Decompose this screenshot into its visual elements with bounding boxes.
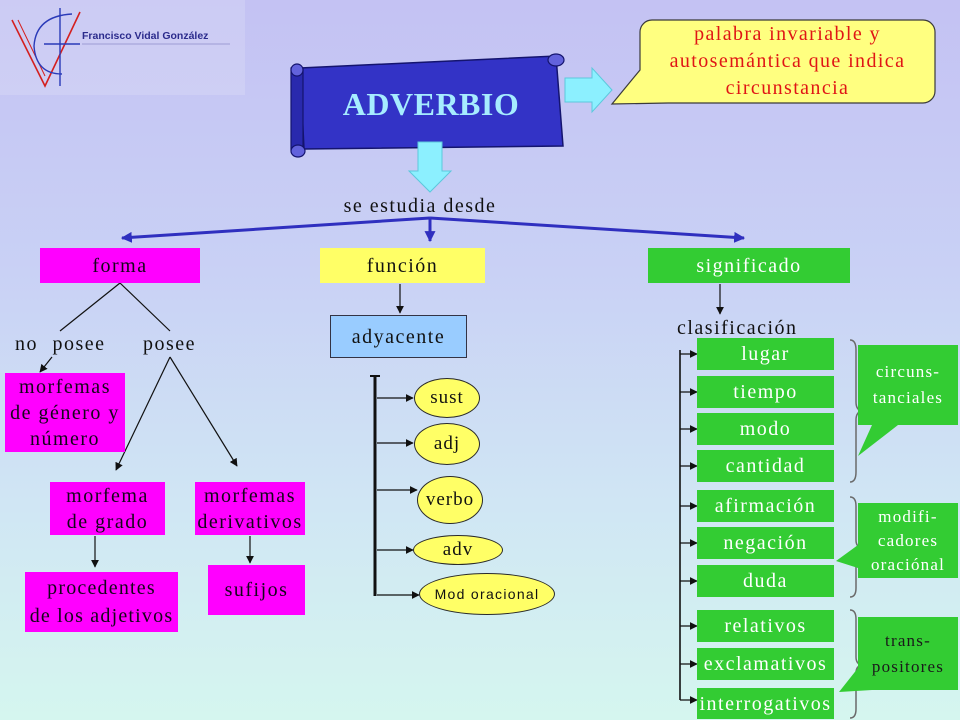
group-line: trans- [885,630,931,650]
callout-modificadores [836,503,958,578]
arrow-posee-derivativos [169,356,238,467]
arrow-no-posee-morfemas [39,356,53,373]
scroll-curl-top-right [547,53,565,67]
derivativos-line: morfemas [204,484,296,507]
target-verbo: verbo [417,476,483,524]
definition-line: autosemántica que indica [669,50,906,72]
type-interrogativos: interrogativos [697,688,834,719]
genero-numero-line: morfemas [19,375,111,398]
significado-box: significado [648,248,850,283]
type-afirmacion: afirmación [697,490,834,522]
grado-line: de grado [66,510,149,533]
group-line: oraciónal [870,554,946,574]
target-adj: adj [414,423,480,465]
group-line: cadores [877,530,939,550]
target-mod-oracional: Mod oracional [419,573,555,615]
adyacente-box: adyacente [330,315,467,358]
funcion-box: función [320,248,485,283]
type-duda: duda [697,565,834,597]
sufijos-box: sufijos [208,565,305,615]
derivativos-box: morfemas derivativos [195,482,305,535]
group-transpositores: trans- positores [858,617,958,690]
author-logo [0,0,245,95]
group-line: circuns- [875,362,941,381]
scroll-curl-bottom-left [290,144,306,158]
genero-numero-line: número [29,427,101,450]
logo-v-inner [17,19,46,77]
logo-backdrop [0,0,245,95]
page-title: ADVERBIO [342,85,520,122]
type-tiempo: tiempo [697,376,834,408]
definition-line: palabra invariable y [694,23,881,45]
callout-transpositores [839,617,958,692]
arrow-posee-grado [115,356,171,471]
definition-line: circunstancia [725,77,850,99]
grado-box: morfema de grado [50,482,165,535]
genero-numero-line: de género y [10,401,120,424]
procedentes-line: de los adjetivos [29,605,174,627]
author-name: Francisco Vidal González [82,30,209,42]
type-negacion: negación [697,527,834,559]
right-block-arrow [564,66,613,114]
logo-v-mark [11,11,81,88]
type-lugar: lugar [697,338,834,370]
type-modo: modo [697,413,834,445]
type-cantidad: cantidad [697,450,834,482]
type-relativos: relativos [697,610,834,642]
definition-bubble [610,19,936,105]
group-line: modifi- [878,506,938,526]
forma-box: forma [40,248,200,283]
clasificacion-label: clasificación [677,317,798,339]
group-line: positores [871,656,945,676]
grado-line: morfema [66,484,149,507]
procedentes-line: procedentes [47,577,156,599]
intro-label: se estudia desde [343,195,497,217]
down-block-arrow [407,141,453,193]
group-modificadores: modifi- cadores oraciónal [858,503,958,578]
posee-label: posee [143,333,197,355]
connector-to-forma [120,216,431,243]
line-forma-posee [119,282,171,332]
genero-numero-box: morfemas de género y número [5,373,125,452]
definition-text: palabra invariable y autosemántica que i… [640,20,935,103]
line-forma-no-posee [59,282,121,332]
logo-g-curve [33,13,73,75]
target-sust: sust [414,378,480,418]
title-scroll [290,53,565,158]
callout-circunstanciales [858,345,958,456]
no-posee-label: no posee [15,333,106,355]
group-circunstanciales: circuns- tanciales [858,345,958,425]
group-line: tanciales [872,388,944,407]
derivativos-line: derivativos [197,510,303,533]
procedentes-box: procedentes de los adjetivos [25,572,178,632]
scroll-curl-top-left [290,63,304,77]
connector-to-significado [429,216,746,243]
target-adv: adv [413,535,503,565]
type-exclamativos: exclamativos [697,648,834,680]
